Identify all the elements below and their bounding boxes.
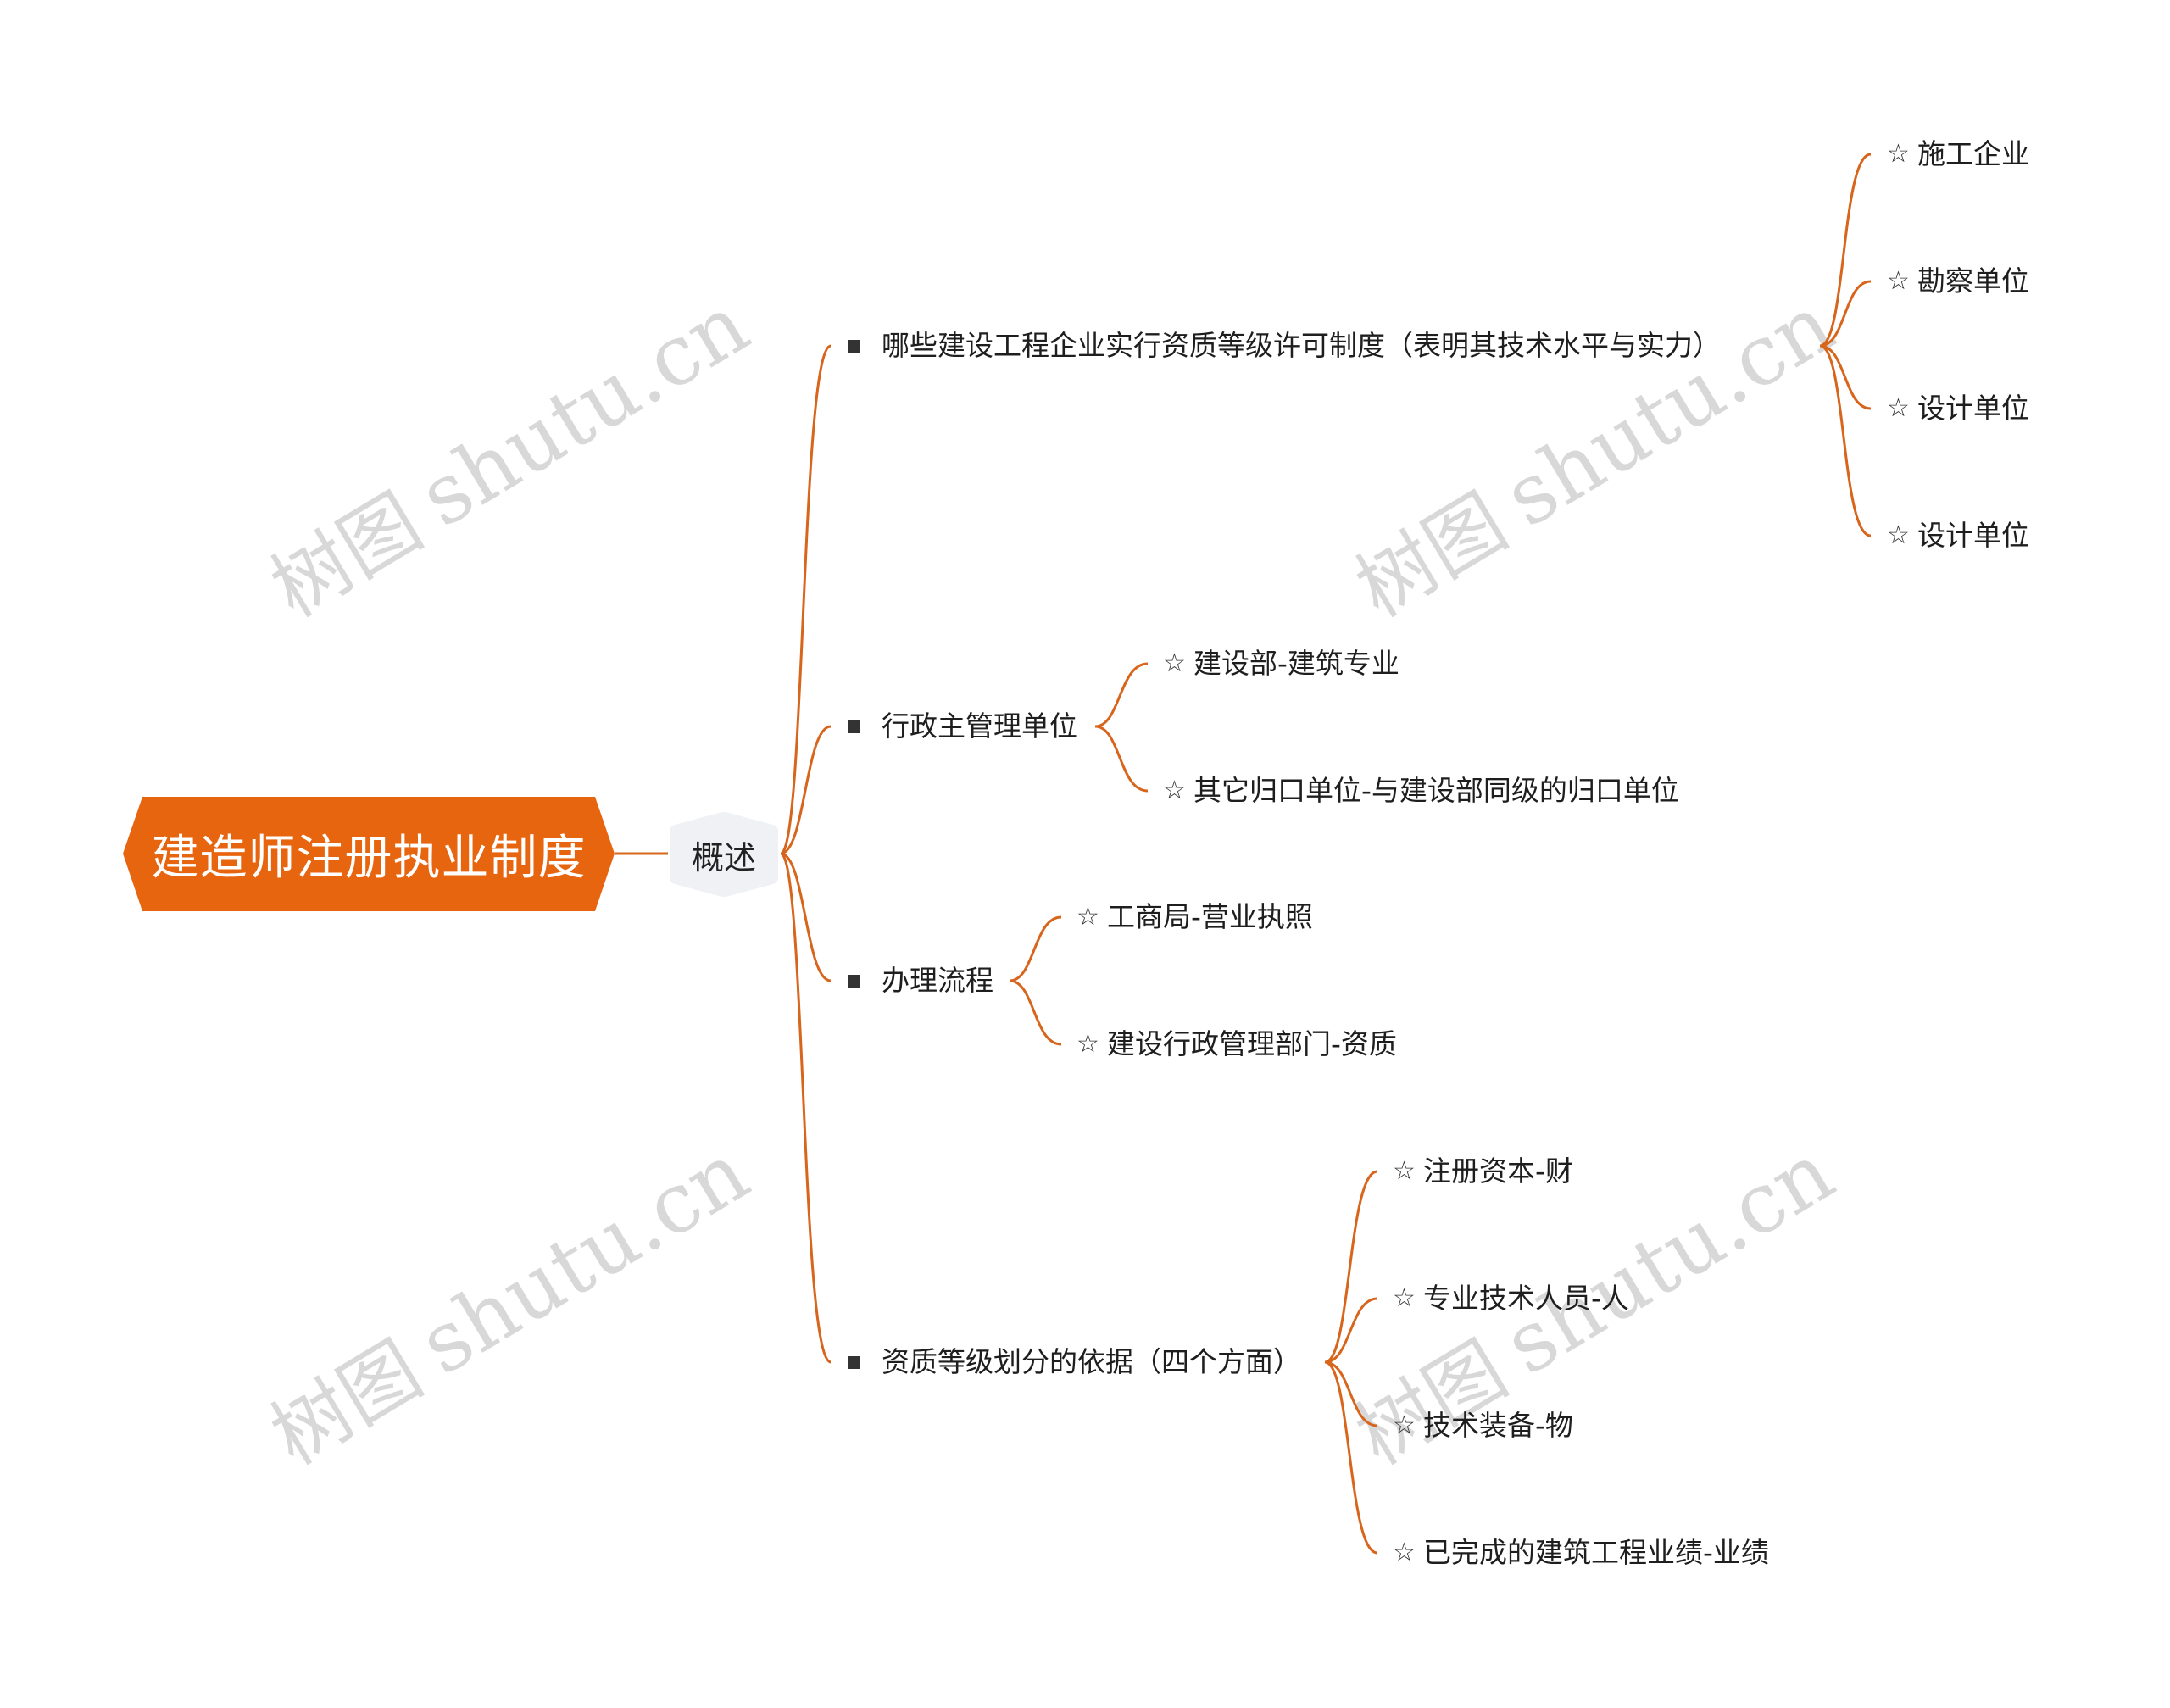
connector-l3: [1009, 979, 1062, 1046]
item-label: 建设行政管理部门-资质: [1107, 1027, 1397, 1060]
subtopic-item[interactable]: ☆ 设计单位: [1887, 517, 2029, 554]
star-outline-icon: ☆: [1163, 648, 1186, 678]
connector-l3: [1819, 280, 1872, 348]
connector-l3: [1009, 915, 1062, 982]
item-label: 施工企业: [1917, 137, 2029, 170]
star-outline-icon: ☆: [1393, 1283, 1416, 1313]
subtopic-item[interactable]: ☆ 其它归口单位-与建设部同级的归口单位: [1163, 772, 1679, 809]
subtopic-item[interactable]: ☆ 建设行政管理部门-资质: [1077, 1026, 1397, 1063]
star-outline-icon: ☆: [1077, 1029, 1099, 1059]
connector-l3: [1324, 1360, 1378, 1427]
item-label: 技术装备-物: [1423, 1409, 1573, 1442]
subtopic-hexagon-shape: [670, 812, 778, 897]
connector-l3: [1819, 153, 1872, 348]
item-label: 工商局-营业执照: [1107, 900, 1313, 933]
square-bullet-icon: [848, 974, 860, 988]
square-bullet-icon: [848, 720, 860, 733]
star-outline-icon: ☆: [1077, 902, 1099, 932]
topic-label: 办理流程: [882, 964, 993, 997]
subtopic-item[interactable]: ☆ 建设部-建筑专业: [1163, 645, 1399, 682]
connector-l3: [1094, 725, 1149, 793]
star-outline-icon: ☆: [1393, 1410, 1416, 1440]
connector-l2: [779, 852, 832, 1364]
subtopic-item[interactable]: ☆ 已完成的建筑工程业绩-业绩: [1393, 1534, 1769, 1572]
item-label: 其它归口单位-与建设部同级的归口单位: [1194, 774, 1679, 807]
root-topic[interactable]: 建造师注册执业制度: [123, 797, 615, 911]
subtopic-overview[interactable]: 概述: [668, 811, 780, 898]
star-outline-icon: ☆: [1887, 393, 1910, 423]
subtopic-item[interactable]: ☆ 注册资本-财: [1393, 1153, 1573, 1190]
connector-l2: [780, 725, 832, 855]
topic-label: 行政主管理单位: [882, 709, 1077, 743]
topic-label: 资质等级划分的依据（四个方面）: [882, 1345, 1301, 1378]
square-bullet-icon: [848, 339, 860, 353]
subtopic-label: 概述: [691, 838, 756, 876]
item-label: 专业技术人员-人: [1423, 1282, 1629, 1315]
connector-l3: [1324, 1360, 1378, 1555]
connector-l2: [779, 344, 832, 855]
subtopic-item[interactable]: ☆ 勘察单位: [1887, 263, 2029, 300]
connector-l3: [1819, 344, 1872, 537]
star-outline-icon: ☆: [1887, 520, 1910, 550]
connector-l2: [780, 852, 832, 982]
subtopic-item[interactable]: ☆ 设计单位: [1887, 390, 2029, 427]
star-outline-icon: ☆: [1887, 266, 1910, 296]
connector-l3: [1324, 1297, 1378, 1364]
topic-grading-basis[interactable]: 资质等级划分的依据（四个方面）: [848, 1344, 1301, 1381]
star-outline-icon: ☆: [1163, 776, 1186, 805]
star-outline-icon: ☆: [1393, 1538, 1416, 1567]
root-hexagon-shape: [123, 797, 615, 911]
square-bullet-icon: [848, 1355, 860, 1369]
connector-l3: [1094, 662, 1149, 728]
connector-l3: [1324, 1170, 1378, 1364]
item-label: 设计单位: [1917, 519, 2029, 552]
topic-process[interactable]: 办理流程: [848, 962, 993, 999]
subtopic-item[interactable]: ☆ 专业技术人员-人: [1393, 1280, 1629, 1317]
item-label: 已完成的建筑工程业绩-业绩: [1423, 1536, 1769, 1569]
topic-qualification-license[interactable]: 哪些建设工程企业实行资质等级许可制度（表明其技术水平与实力）: [848, 327, 1721, 364]
star-outline-icon: ☆: [1887, 139, 1910, 169]
star-outline-icon: ☆: [1393, 1156, 1416, 1186]
subtopic-item[interactable]: ☆ 工商局-营业执照: [1077, 899, 1313, 936]
item-label: 建设部-建筑专业: [1194, 647, 1399, 680]
connector-l3: [1819, 344, 1872, 410]
topic-label: 哪些建设工程企业实行资质等级许可制度（表明其技术水平与实力）: [882, 329, 1721, 362]
subtopic-item[interactable]: ☆ 技术装备-物: [1393, 1407, 1573, 1444]
item-label: 注册资本-财: [1423, 1154, 1573, 1188]
subtopic-item[interactable]: ☆ 施工企业: [1887, 136, 2029, 173]
topic-admin-unit[interactable]: 行政主管理单位: [848, 708, 1077, 745]
item-label: 勘察单位: [1917, 264, 2029, 298]
item-label: 设计单位: [1917, 392, 2029, 425]
root-topic-label: 建造师注册执业制度: [151, 831, 587, 886]
